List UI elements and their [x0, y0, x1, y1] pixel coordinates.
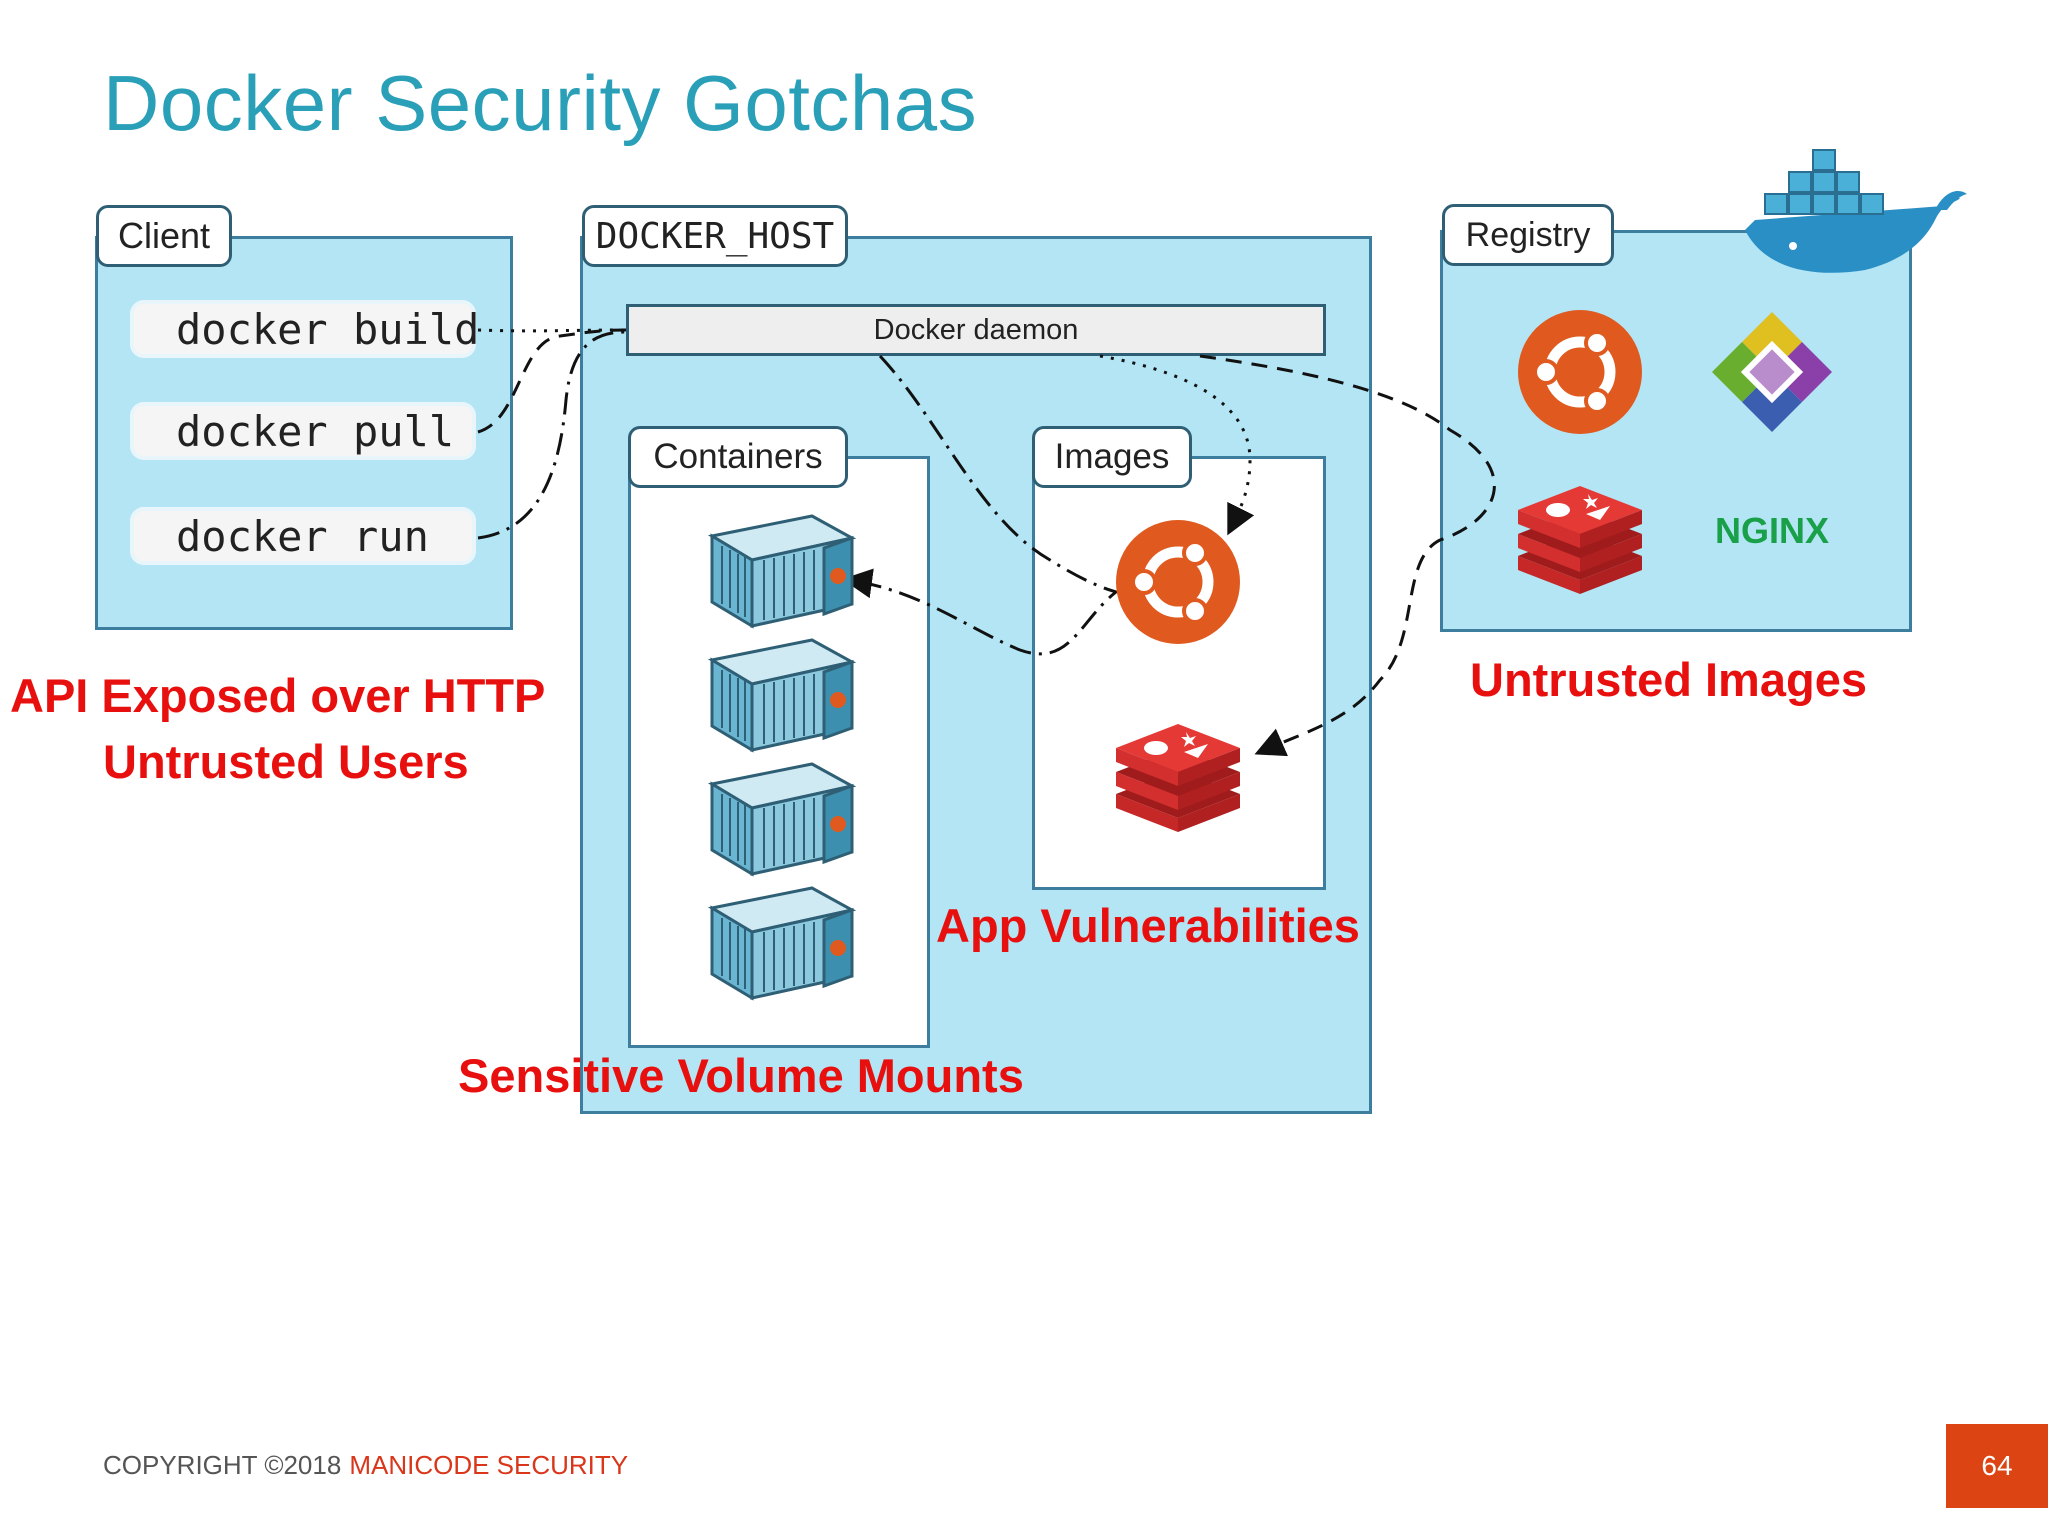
ubuntu-image-icon: [1116, 520, 1240, 644]
page-number: 64: [1946, 1424, 2048, 1508]
container-icon-4: [710, 886, 854, 1000]
docker-pull-command[interactable]: docker pull: [130, 402, 476, 460]
ubuntu-registry-icon: [1518, 310, 1642, 434]
untrusted-images-warning: Untrusted Images: [1470, 653, 1867, 706]
container-icon-2: [710, 638, 854, 752]
untrusted-users-warning: Untrusted Users: [103, 735, 469, 788]
docker-whale-icon: [1745, 149, 1967, 273]
container-icon-3: [710, 762, 854, 876]
brand-name: MANICODE SECURITY: [349, 1450, 629, 1480]
centos-logo-icon: [1712, 312, 1832, 432]
docker-build-command[interactable]: docker build: [130, 300, 479, 358]
app-vulnerabilities-warning: App Vulnerabilities: [936, 899, 1360, 952]
redis-registry-icon: [1518, 486, 1642, 594]
sensitive-volume-mounts-warning: Sensitive Volume Mounts: [458, 1049, 1024, 1102]
docker-daemon-bar: Docker daemon: [626, 304, 1326, 356]
docker-run-command[interactable]: docker run: [130, 507, 476, 565]
api-exposed-warning: API Exposed over HTTP: [10, 669, 546, 722]
slide-title: Docker Security Gotchas: [103, 59, 978, 147]
client-tab: Client: [96, 205, 232, 267]
registry-tab: Registry: [1442, 204, 1614, 266]
nginx-logo-icon: NGINX: [1715, 510, 1829, 551]
copyright-text: COPYRIGHT ©2018: [103, 1450, 342, 1480]
containers-tab: Containers: [628, 426, 848, 488]
container-icon-1: [710, 514, 854, 628]
images-tab: Images: [1032, 426, 1192, 488]
redis-image-icon: [1116, 724, 1240, 832]
docker-host-tab: DOCKER_HOST: [582, 205, 848, 267]
